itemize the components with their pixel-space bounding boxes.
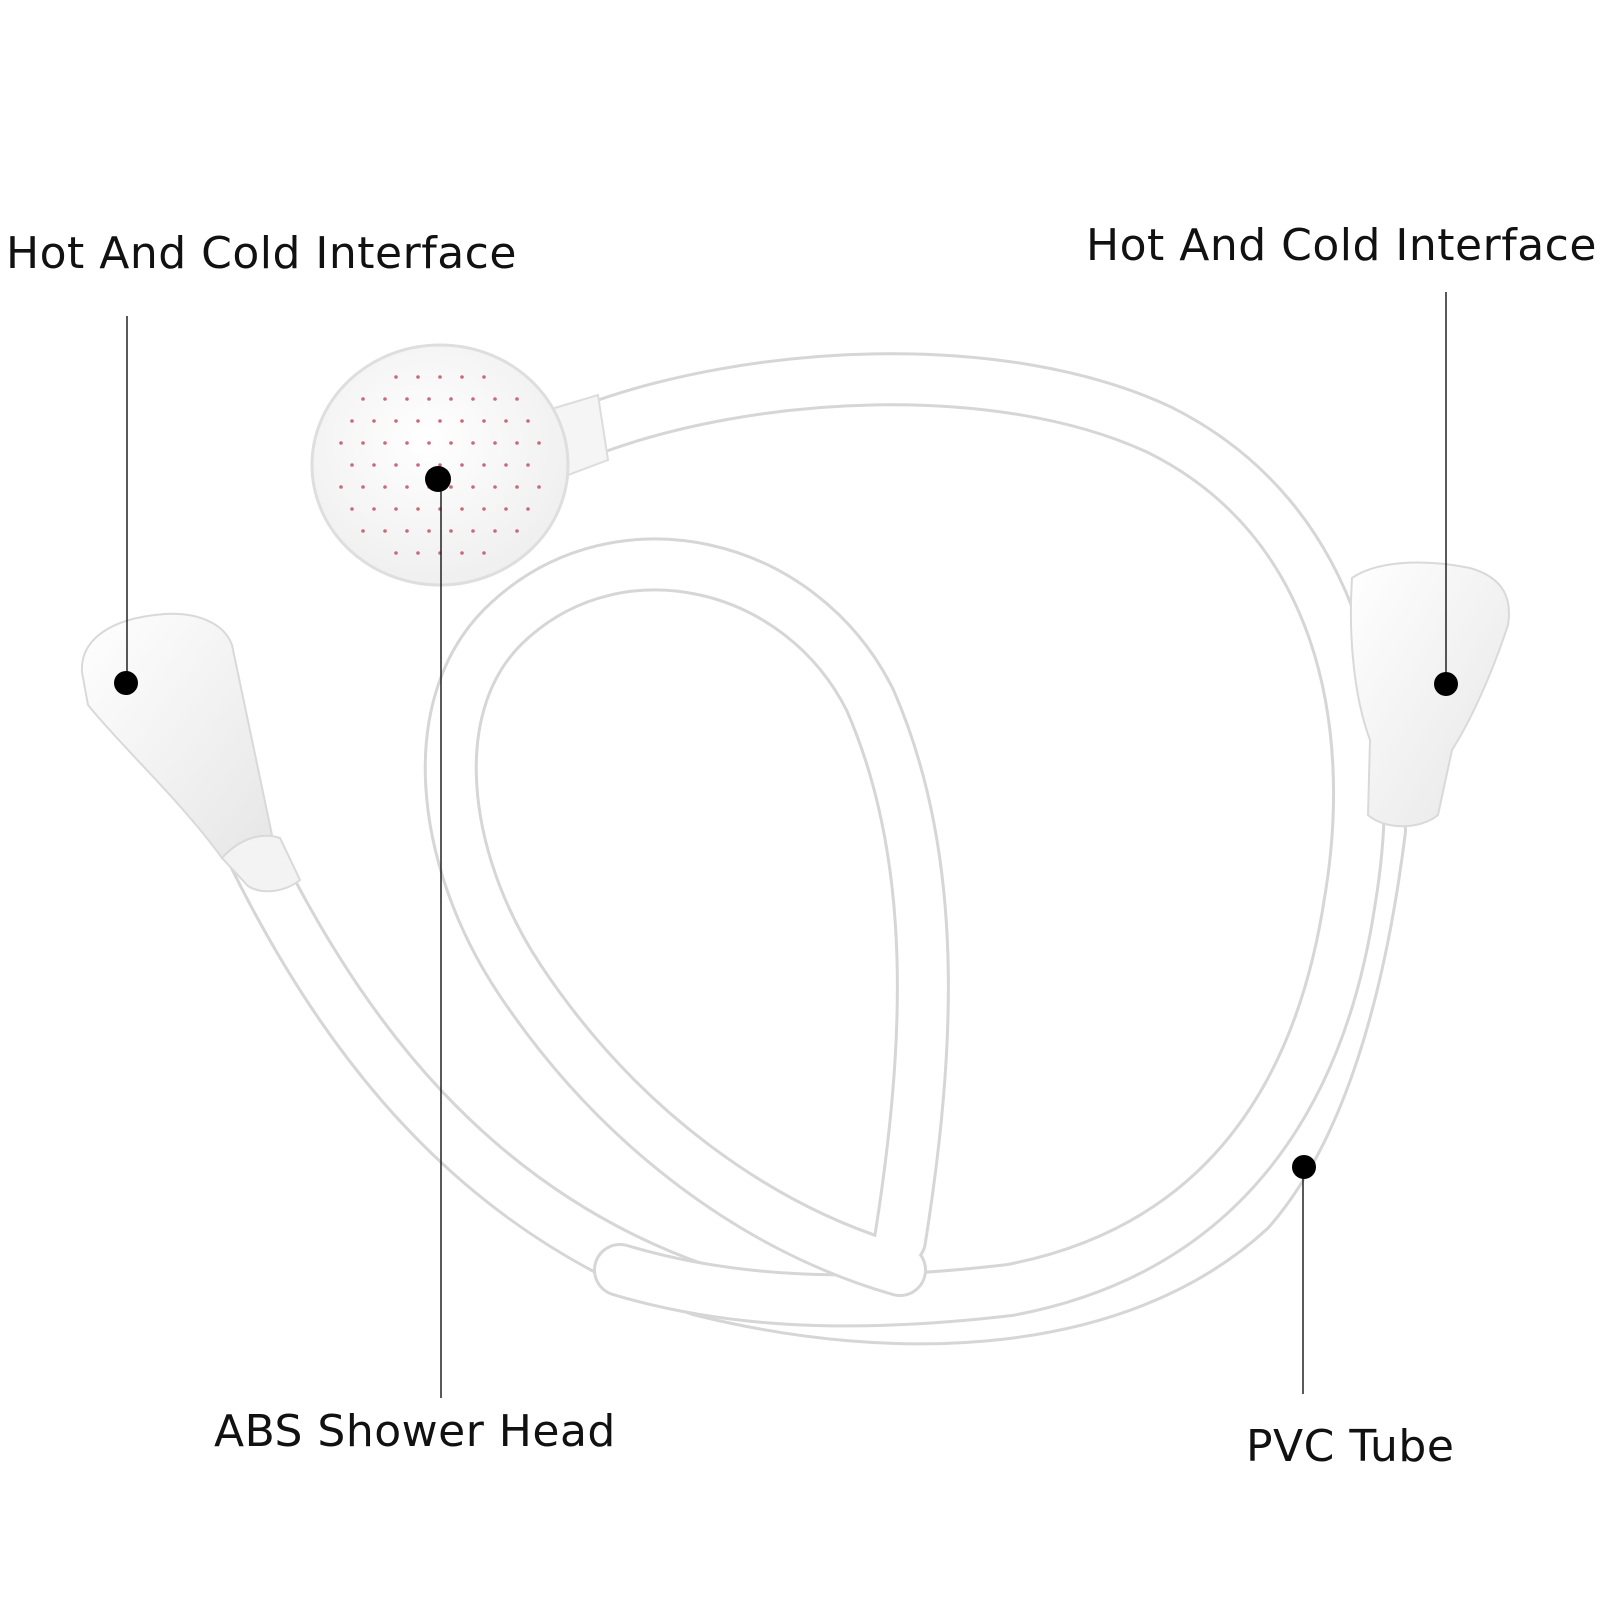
nozzle-hole	[383, 485, 387, 489]
nozzle-hole	[394, 551, 398, 555]
nozzle-hole	[526, 419, 530, 423]
left-interface-fitting	[80, 612, 302, 893]
nozzle-hole	[460, 463, 464, 467]
nozzle-hole	[416, 419, 420, 423]
shower-head	[310, 343, 610, 587]
nozzle-hole	[482, 507, 486, 511]
nozzle-hole	[460, 551, 464, 555]
nozzle-hole	[416, 507, 420, 511]
nozzle-hole	[449, 441, 453, 445]
nozzle-hole	[460, 375, 464, 379]
hose-inner-loop	[423, 537, 950, 1297]
marker-dot-left-interface	[114, 671, 138, 695]
nozzle-hole	[471, 529, 475, 533]
nozzle-hole	[438, 463, 442, 467]
nozzle-hole	[339, 485, 343, 489]
nozzle-hole	[361, 529, 365, 533]
nozzle-hole	[493, 441, 497, 445]
nozzle-hole	[471, 485, 475, 489]
nozzle-hole	[537, 485, 541, 489]
nozzle-hole	[405, 441, 409, 445]
nozzle-hole	[449, 397, 453, 401]
nozzle-hole	[361, 441, 365, 445]
label-right-interface: Hot And Cold Interface	[1086, 220, 1597, 271]
nozzle-hole	[438, 419, 442, 423]
label-shower-head: ABS Shower Head	[214, 1406, 616, 1457]
nozzle-hole	[405, 485, 409, 489]
nozzle-hole	[394, 507, 398, 511]
nozzle-hole	[405, 529, 409, 533]
nozzle-hole	[482, 463, 486, 467]
nozzle-hole	[515, 397, 519, 401]
hose-shower-head-loop	[563, 352, 1387, 1328]
nozzle-hole	[350, 463, 354, 467]
nozzle-hole	[504, 507, 508, 511]
nozzle-hole	[526, 463, 530, 467]
nozzle-hole	[427, 397, 431, 401]
nozzle-hole	[482, 375, 486, 379]
nozzle-hole	[394, 375, 398, 379]
nozzle-hole	[383, 529, 387, 533]
nozzle-hole	[339, 441, 343, 445]
nozzle-hole	[438, 375, 442, 379]
nozzle-hole	[372, 507, 376, 511]
label-tube: PVC Tube	[1246, 1421, 1455, 1472]
nozzle-hole	[526, 507, 530, 511]
nozzle-hole	[449, 529, 453, 533]
nozzle-hole	[504, 463, 508, 467]
nozzle-hole	[383, 397, 387, 401]
nozzle-hole	[460, 507, 464, 511]
nozzle-hole	[405, 397, 409, 401]
nozzle-hole	[427, 529, 431, 533]
nozzle-hole	[416, 463, 420, 467]
nozzle-hole	[482, 551, 486, 555]
nozzle-hole	[537, 441, 541, 445]
nozzle-hole	[493, 529, 497, 533]
nozzle-hole	[394, 419, 398, 423]
nozzle-hole	[416, 375, 420, 379]
nozzle-hole	[361, 397, 365, 401]
nozzle-hole	[449, 485, 453, 489]
nozzle-hole	[504, 419, 508, 423]
nozzle-hole	[493, 485, 497, 489]
nozzle-hole	[383, 441, 387, 445]
nozzle-hole	[350, 419, 354, 423]
nozzle-hole	[515, 485, 519, 489]
nozzle-hole	[427, 441, 431, 445]
nozzle-hole	[460, 419, 464, 423]
nozzle-hole	[416, 551, 420, 555]
right-interface-fitting	[1349, 561, 1510, 828]
nozzle-hole	[471, 397, 475, 401]
nozzle-hole	[350, 507, 354, 511]
nozzle-hole	[394, 463, 398, 467]
nozzle-hole	[515, 441, 519, 445]
marker-dot-shower-head	[425, 466, 451, 492]
nozzle-hole	[515, 529, 519, 533]
nozzle-hole	[372, 463, 376, 467]
marker-dot-right-interface	[1434, 672, 1458, 696]
nozzle-holes	[339, 375, 541, 555]
nozzle-hole	[372, 419, 376, 423]
nozzle-hole	[493, 397, 497, 401]
marker-dot-tube	[1292, 1155, 1316, 1179]
nozzle-hole	[361, 485, 365, 489]
nozzle-hole	[471, 441, 475, 445]
label-left-interface: Hot And Cold Interface	[6, 228, 517, 279]
nozzle-hole	[482, 419, 486, 423]
